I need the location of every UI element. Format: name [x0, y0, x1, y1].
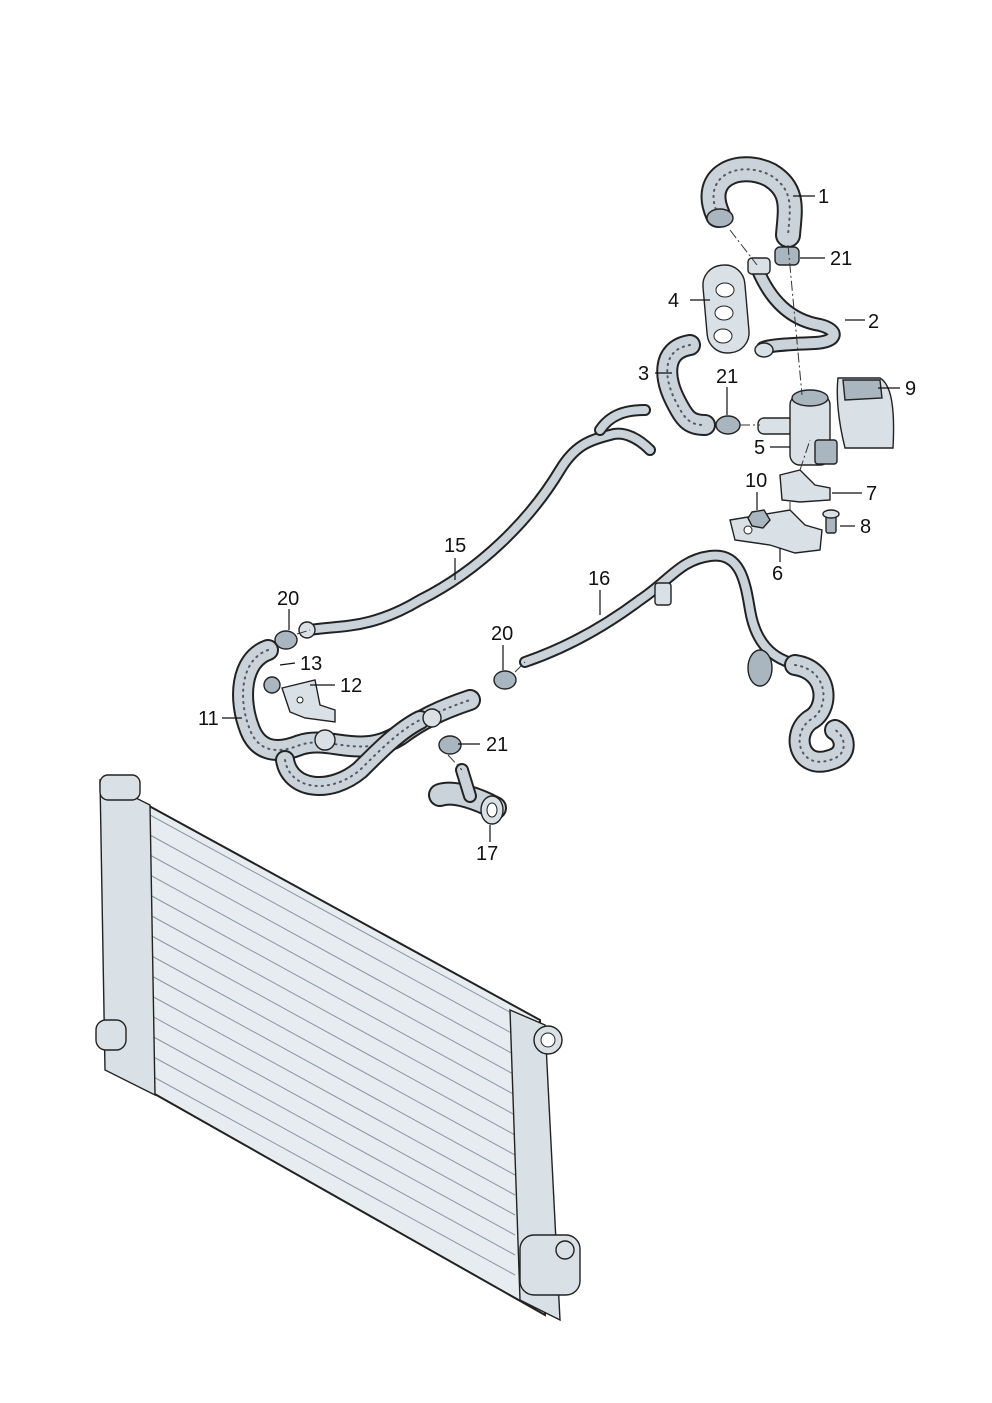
callout-21-low: 21 — [486, 734, 508, 756]
callout-5: 5 — [754, 437, 765, 459]
coolant-hose-3 — [656, 334, 716, 436]
callout-17: 17 — [476, 843, 498, 865]
radiator — [95, 774, 581, 1322]
callout-4: 4 — [668, 290, 679, 312]
leader-lines — [222, 195, 900, 842]
nut-10 — [747, 509, 771, 529]
coolant-hose-1 — [700, 156, 803, 248]
bracket-12 — [281, 679, 336, 723]
coolant-pipe-15 — [298, 404, 656, 639]
callout-12: 12 — [340, 675, 362, 697]
callout-11: 11 — [198, 708, 219, 730]
callout-15: 15 — [444, 535, 466, 557]
nut-13 — [263, 676, 281, 694]
callout-3: 3 — [638, 363, 649, 385]
callout-20-right: 20 — [491, 623, 513, 645]
callout-21-mid: 21 — [716, 366, 738, 388]
callout-13: 13 — [300, 653, 322, 675]
callout-1: 1 — [818, 186, 829, 208]
hose-clamp-20-left — [274, 630, 298, 650]
hose-clamp-21-top — [774, 246, 800, 266]
bracket-7 — [779, 469, 831, 503]
pump-cover-9 — [836, 377, 895, 449]
coolant-hose-11 — [232, 639, 481, 796]
hose-clamp-20-right — [493, 670, 517, 690]
assembly-lines — [296, 229, 811, 771]
callout-16: 16 — [588, 568, 610, 590]
coolant-pump-5 — [757, 389, 838, 466]
coolant-pipe-2 — [747, 257, 841, 358]
callout-21-top: 21 — [830, 248, 852, 270]
bolt-8 — [822, 509, 840, 534]
hose-connector-17 — [428, 763, 507, 825]
bracket-6 — [729, 509, 823, 554]
callout-8: 8 — [860, 516, 871, 538]
grommet-4 — [702, 264, 750, 354]
callout-20-left: 20 — [277, 588, 299, 610]
hose-clamp-21-low — [438, 735, 462, 755]
callout-10: 10 — [745, 470, 767, 492]
callout-6: 6 — [772, 563, 783, 585]
callout-2: 2 — [868, 311, 879, 333]
coolant-pipe-16 — [519, 549, 855, 773]
callout-labels: 1 21 4 2 3 21 9 5 10 7 8 6 15 16 20 20 1… — [198, 186, 916, 865]
callout-7: 7 — [866, 483, 877, 505]
hose-clamp-21-mid — [715, 415, 741, 435]
callout-9: 9 — [905, 378, 916, 400]
